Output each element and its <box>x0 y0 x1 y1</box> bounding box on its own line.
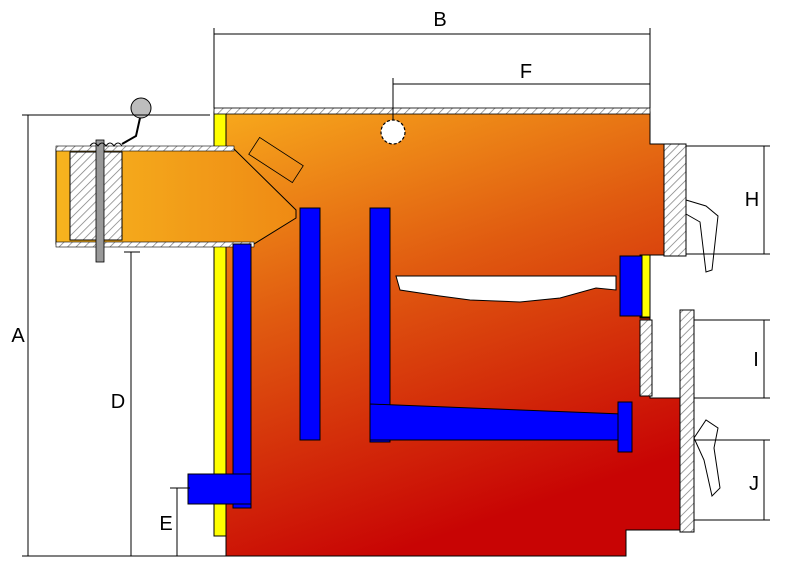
boiler-body <box>55 97 721 557</box>
upper-door <box>663 143 687 257</box>
damper-knob <box>130 97 152 119</box>
upper-door-handle <box>685 199 719 273</box>
label-D: D <box>111 391 125 413</box>
flue-flap <box>248 136 304 184</box>
lower-door <box>679 309 695 533</box>
dimension-lines <box>22 28 770 557</box>
label-F: F <box>520 61 532 83</box>
label-J: J <box>749 473 759 495</box>
top-wall <box>213 107 651 115</box>
label-E: E <box>159 513 172 535</box>
inspection-port <box>380 119 406 145</box>
damper-lever <box>121 117 141 145</box>
label-I: I <box>753 349 759 371</box>
middle-wall <box>639 319 653 397</box>
label-H: H <box>745 189 759 211</box>
combustion-chamber <box>225 111 681 557</box>
label-B: B <box>433 9 446 31</box>
flue-pipe-bottom-wall <box>55 241 255 248</box>
water-channel-left-wall <box>232 243 252 509</box>
lower-door-handle <box>693 419 721 497</box>
dimension-labels: B F A D E H I J <box>11 9 759 535</box>
label-A: A <box>11 325 25 347</box>
water-inlet <box>187 473 252 505</box>
water-right-block <box>619 255 643 317</box>
water-baffle-1 <box>299 207 321 441</box>
water-baffle-2 <box>369 207 391 443</box>
damper-spring <box>89 142 123 147</box>
damper-rod <box>95 139 105 263</box>
flue-pipe-top-wall <box>55 145 235 152</box>
grate <box>395 275 617 303</box>
water-tube-end <box>617 401 633 453</box>
